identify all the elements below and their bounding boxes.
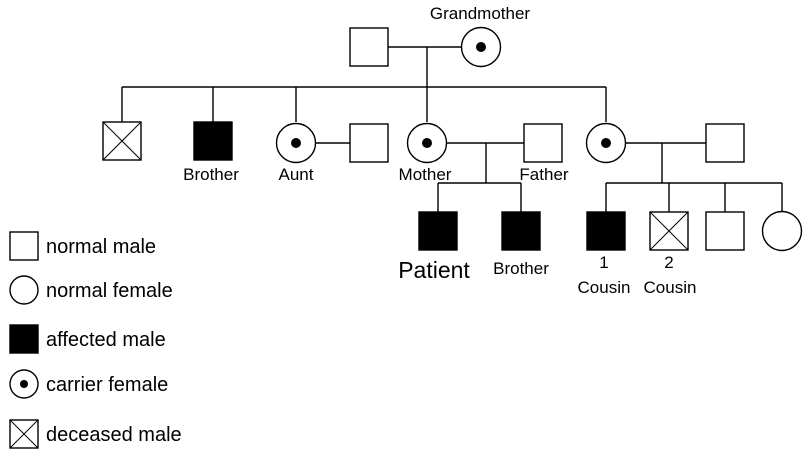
legend-normal-male-label: normal male [46, 236, 156, 258]
legend-carrier-female-label: carrier female [46, 374, 168, 396]
generation-3: Patient Brother 1 Cousin 2 Cousin [398, 210, 803, 297]
legend-carrier-female-icon [9, 369, 39, 399]
patient-affected-male [418, 211, 458, 251]
generation-2: Brother Aunt Mother Father [102, 121, 745, 184]
cousin2-label: Cousin [644, 278, 697, 297]
aunt-husband-normal-male [349, 123, 389, 163]
cousin1-label: Cousin [578, 278, 631, 297]
legend-affected-male-label: affected male [46, 329, 166, 351]
aunt2-husband-normal-male [705, 123, 745, 163]
legend-normal-female-label: normal female [46, 280, 173, 302]
legend-affected-male-icon [9, 324, 39, 354]
deceased-uncle-symbol [102, 121, 142, 161]
aunt2-carrier-female [585, 122, 627, 164]
legend-deceased-male-label: deceased male [46, 424, 182, 446]
grandmother-label: Grandmother [430, 4, 530, 23]
grandfather-normal-male [349, 27, 389, 67]
connector-lines [121, 46, 783, 212]
legend: normal male normal female affected male … [9, 231, 182, 449]
father-label: Father [519, 165, 568, 184]
cousin1-number: 1 [599, 253, 608, 272]
generation-1: Grandmother [349, 4, 530, 68]
cousin3-normal-male [705, 211, 745, 251]
legend-deceased-male-icon [9, 419, 39, 449]
legend-normal-male-icon [9, 231, 39, 261]
brother-left-label: Brother [183, 165, 239, 184]
patient-label: Patient [398, 257, 470, 283]
aunt-carrier-female [275, 122, 317, 164]
patient-brother-label: Brother [493, 259, 549, 278]
patient-brother-affected-male [501, 211, 541, 251]
aunt-label: Aunt [279, 165, 314, 184]
mother-label: Mother [399, 165, 452, 184]
cousin4-normal-female [761, 210, 803, 252]
legend-normal-female-icon [9, 275, 39, 305]
brother-affected-male [193, 121, 233, 161]
cousin2-deceased-male [649, 211, 689, 251]
cousin1-affected-male [586, 211, 626, 251]
grandmother-carrier-female [460, 26, 502, 68]
father-normal-male [523, 123, 563, 163]
mother-carrier-female [406, 122, 448, 164]
cousin2-number: 2 [664, 253, 673, 272]
